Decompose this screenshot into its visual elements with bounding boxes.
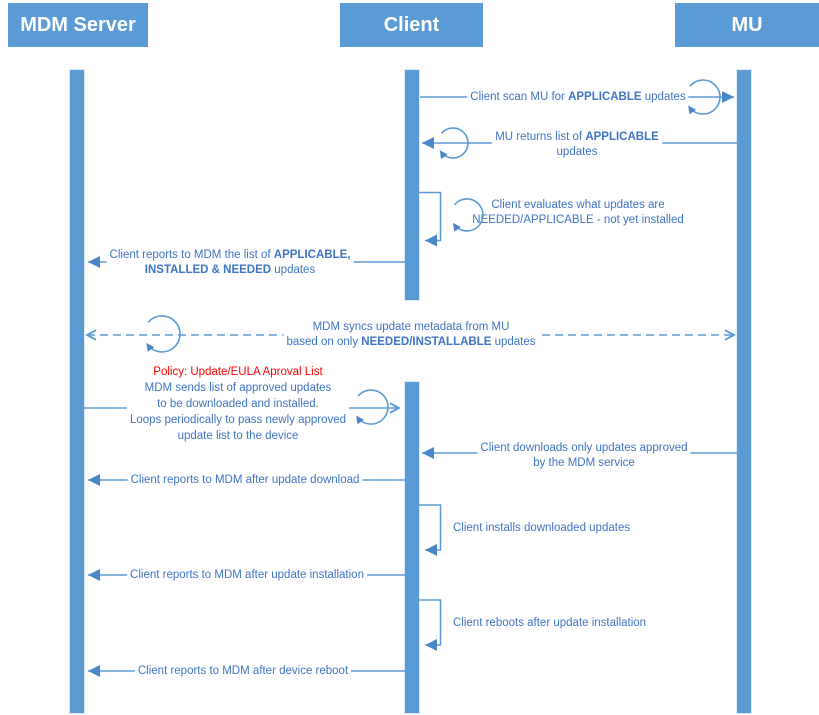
- loop-icon-policy: [356, 389, 389, 425]
- arrow-client-evaluates-selfloop: [419, 191, 442, 247]
- lifeline-mdm-server: [70, 70, 84, 713]
- loop-icon-sync: [146, 315, 181, 353]
- label-report-after-reboot: Client reports to MDM after device reboo…: [134, 663, 352, 679]
- lifeline-mu: [737, 70, 751, 713]
- policy-title: Policy: Update/EULA Aproval List: [153, 366, 323, 378]
- lifeline-client-lower: [405, 382, 419, 713]
- label-mu-returns-list: MU returns list of APPLICABLE updates: [492, 130, 662, 160]
- label-client-reboots: Client reboots after update installation: [450, 615, 650, 631]
- label-mdm-syncs-metadata: MDM syncs update metadata from MU based …: [283, 319, 539, 350]
- lifeline-client-upper: [405, 70, 419, 300]
- label-client-evaluates: Client evaluates what updates are NEEDED…: [469, 198, 687, 228]
- label-client-installs: Client installs downloaded updates: [450, 520, 634, 536]
- loop-icon-scan: [688, 79, 721, 115]
- label-client-reports-list: Client reports to MDM the list of APPLIC…: [106, 247, 354, 278]
- label-report-after-installation: Client reports to MDM after update insta…: [127, 567, 367, 583]
- participant-header-mdm-server: MDM Server: [8, 3, 148, 47]
- arrow-client-reboots-selfloop: [419, 599, 442, 651]
- participant-header-mu: MU: [675, 3, 819, 47]
- participant-header-client: Client: [340, 3, 483, 47]
- label-client-downloads: Client downloads only updates approved b…: [477, 441, 691, 471]
- arrow-client-installs-selfloop: [419, 504, 442, 556]
- label-policy-approved-updates: Policy: Update/EULA Aproval List MDM sen…: [126, 364, 350, 444]
- loop-icon-returns: [439, 127, 469, 160]
- label-report-after-download: Client reports to MDM after update downl…: [127, 473, 363, 488]
- label-client-scan-mu: Client scan MU for APPLICABLE updates: [467, 89, 689, 105]
